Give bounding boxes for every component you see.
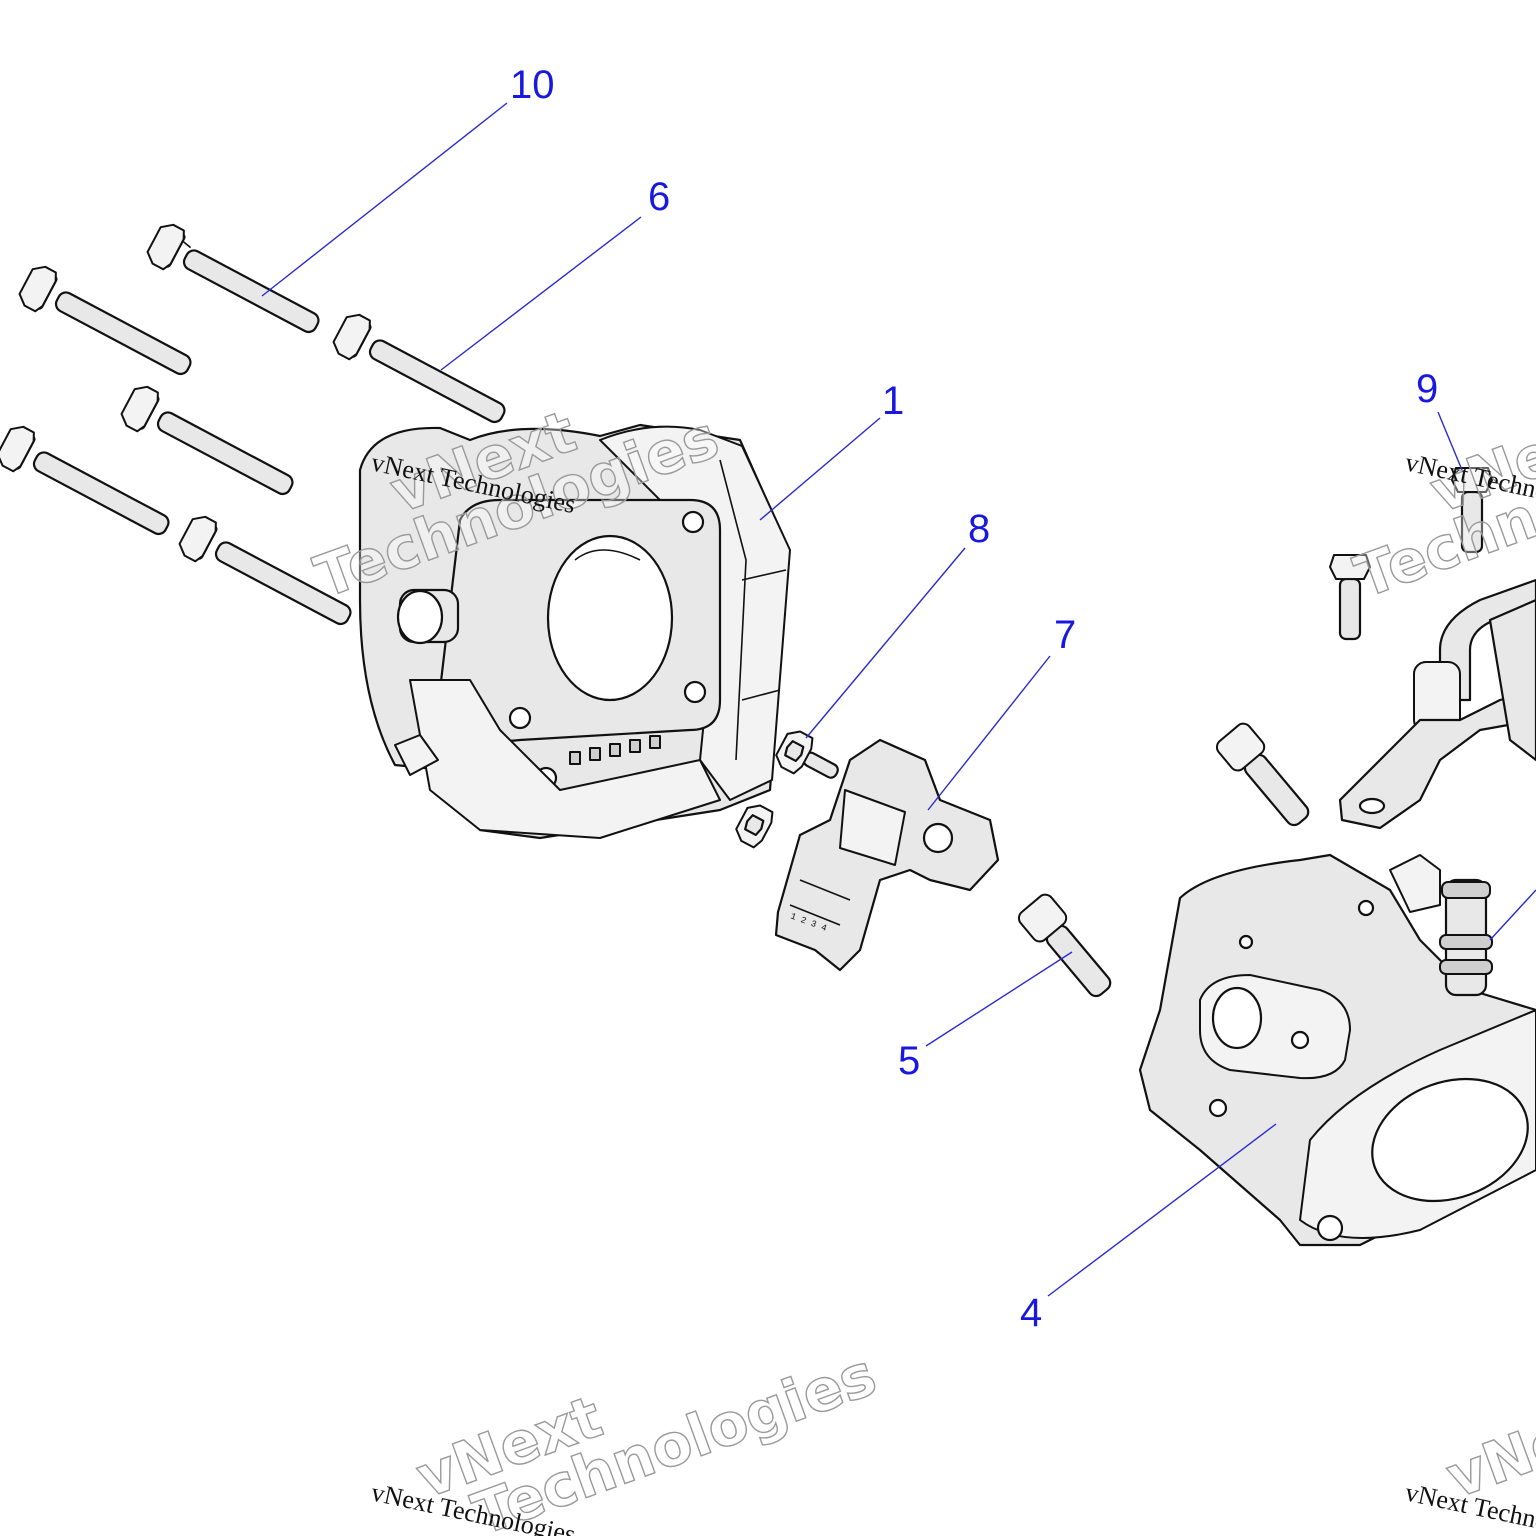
callout-8[interactable]: 8 — [968, 507, 990, 551]
small-screw[interactable] — [732, 801, 776, 849]
callout-5[interactable]: 5 — [898, 1039, 920, 1083]
long-bolts-group — [0, 220, 513, 637]
long-bolt[interactable] — [330, 310, 513, 435]
leader-4 — [1047, 1123, 1277, 1297]
leader-10 — [261, 102, 508, 297]
fuel-rail[interactable] — [1338, 578, 1536, 830]
map-sensor[interactable]: 1 2 3 4 — [774, 738, 1000, 972]
leader-8 — [805, 547, 966, 739]
leader-5 — [925, 951, 1073, 1047]
long-bolt[interactable] — [0, 422, 177, 547]
socket-screw[interactable] — [1016, 891, 1120, 1004]
throttle-body[interactable] — [358, 423, 791, 840]
leader-6 — [440, 216, 642, 371]
leader-9 — [1437, 411, 1463, 471]
small-screw[interactable] — [772, 727, 846, 791]
callout-labels: 10 6 1 8 7 9 5 4 — [510, 63, 1438, 1335]
callout-4[interactable]: 4 — [1020, 1291, 1042, 1335]
leader-7 — [927, 655, 1051, 811]
long-bolt[interactable] — [176, 512, 359, 637]
leader-lines — [261, 102, 1536, 1297]
connector-pins — [569, 735, 661, 765]
flange-bolt[interactable] — [1329, 554, 1371, 641]
long-bolt[interactable] — [118, 382, 301, 507]
long-bolt[interactable] — [16, 262, 199, 387]
leader-injector — [1489, 889, 1536, 941]
long-bolt[interactable] — [144, 220, 327, 345]
flange-bolt[interactable] — [1451, 467, 1493, 554]
callout-1[interactable]: 1 — [882, 379, 904, 423]
leader-1 — [759, 417, 881, 521]
callout-7[interactable]: 7 — [1054, 613, 1076, 657]
callout-10[interactable]: 10 — [510, 63, 555, 107]
socket-screw[interactable] — [1214, 720, 1318, 833]
callout-6[interactable]: 6 — [648, 175, 670, 219]
fuel-injector[interactable] — [1389, 854, 1493, 997]
callout-9[interactable]: 9 — [1416, 367, 1438, 411]
intake-manifold[interactable] — [1138, 853, 1536, 1247]
